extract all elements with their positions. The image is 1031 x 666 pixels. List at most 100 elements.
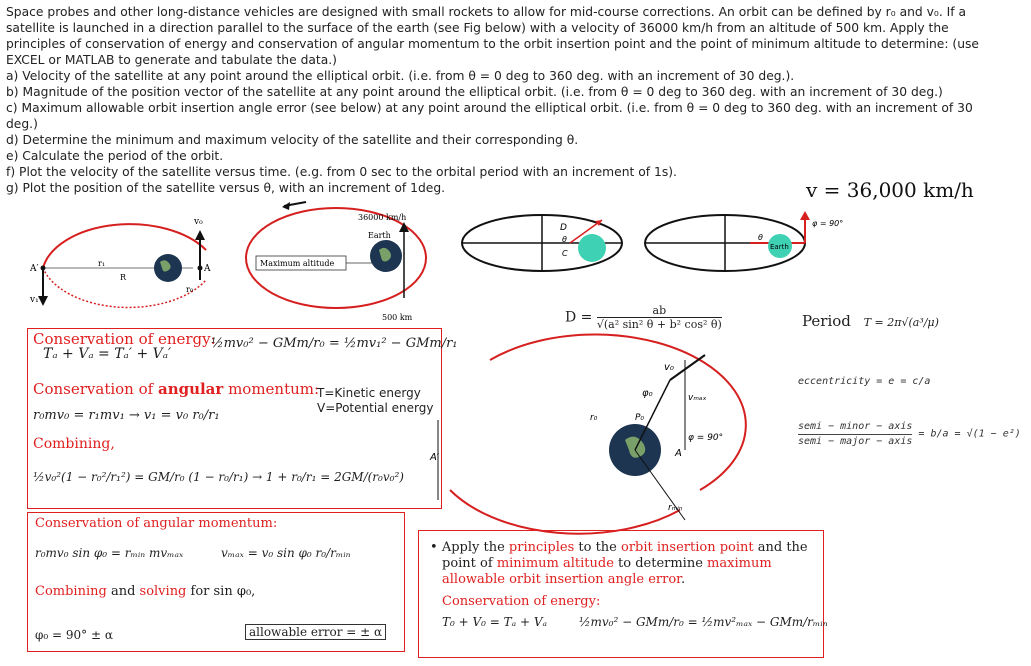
d-formula-num: ab [596,304,722,318]
max-alt-label: Maximum altitude [260,259,334,268]
fig3-theta: θ [562,235,567,244]
velocity-label: v = 36,000 km/h [806,178,974,202]
angular-title-bold: angular [157,380,224,398]
d-formula-lhs: D = [565,309,593,326]
combining-label: Combining, [33,436,115,452]
apply-text-3: to the [574,540,622,555]
angular-box-content: Conservation of angular momentum: r₀mv₀ … [35,516,400,642]
v0-arrow-head [195,230,205,240]
speed-arrow-head [399,222,409,232]
apply-box-content: • Apply the principles to the orbit inse… [428,540,828,630]
angular-box-title: Conservation of angular momentum: [35,516,278,531]
angular-box-eq2: vₘₐₓ = v₀ sin φ₀ r₀/rₘᵢₙ [221,546,351,560]
apply-text-1: Apply the [441,540,509,555]
apply-energy-title: Conservation of energy: [442,594,601,609]
angular-title-post: momentum: [223,380,320,398]
semi-axis-formula: semi − minor − axis semi − major − axis … [798,420,1021,449]
fig2-alt: 500 km [382,313,413,322]
angular-title: Conservation of angular momentum: [33,380,319,398]
eccentricity-formula: eccentricity = e = c/a [798,376,931,387]
fig4-phi: φ = 90° [812,219,843,228]
fig5-a-prime: A′ [429,452,440,463]
energy-legend: T=Kinetic energy V=Potential energy [317,386,433,416]
solving-suffix: for sin φ₀, [186,584,256,599]
earth-disc [768,234,792,258]
apply-text-8: maximum allowable orbit insertion angle … [442,556,772,587]
d-vector-head [595,220,602,226]
fig5-rho: P₀ [635,413,644,423]
apply-text-9: . [680,572,686,587]
fig4-theta: θ [758,233,763,242]
earth-land [160,260,171,272]
combining-solving: Combining and solving for sin φ₀, [35,584,255,599]
fig5-r0: r₀ [590,413,598,423]
fig3-d: D [560,223,567,233]
orbit-arc [42,223,207,269]
task-c: c) Maximum allowable orbit insertion ang… [6,101,973,131]
fig3-c: C [562,249,568,258]
ellipse-figure-4: Earth θ φ = 90° [644,211,843,272]
energy-eq1: Tₐ + Vₐ = Tₐ′ + Vₐ′ [43,346,172,362]
apply-box [418,530,824,658]
combining-word: Combining [35,584,107,599]
intro-paragraph: Space probes and other long-distance veh… [6,5,979,67]
v0-vector [669,354,706,381]
apply-equations: T₀ + V₀ = Tₐ + Vₐ ½mv₀² − GMm/r₀ = ½mv²ₘ… [428,614,828,630]
earth-land-2 [379,247,391,262]
fig1-r1: r₁ [98,259,105,268]
d-formula-frac: ab √(a² sin² θ + b² cos² θ) [596,304,722,331]
energy-box-content: Conservation of energy: Tₐ + Vₐ = Tₐ′ + … [33,330,458,484]
period-formula: Period T = 2π√(a³/μ) [802,312,939,330]
d-formula-den: √(a² sin² θ + b² cos² θ) [596,318,722,331]
orbit-figure-1: v₀ A′ A r₁ R r₀ v₁ [29,217,211,309]
apply-eq2: ½mv₀² − GMm/r₀ = ½mv²ₘₐₓ − GMm/rₘᵢₙ [578,615,828,629]
fig4-earth: Earth [770,243,789,251]
solving-word: solving [139,584,187,599]
apply-text-4: orbit insertion point [621,540,754,555]
fig5-rmin: rₘᵢₙ [668,503,683,513]
fig1-a-prime: A′ [29,264,39,274]
motion-arrow-head [282,202,290,210]
insertion-figure: v₀ φ₀ P₀ r₀ A vₘₐₓ φ = 90° rₘᵢₙ A′ [429,333,747,535]
fig1-v1: v₁ [29,295,39,305]
rmin-line [634,449,686,521]
fig2-earth: Earth [368,231,391,240]
task-a: a) Velocity of the satellite at any poin… [6,69,795,83]
fig1-v0: v₀ [193,217,203,227]
fig2-speed: 36000 km/h [358,213,406,222]
potential-label: V=Potential energy [317,401,434,415]
combining-eq: ½v₀²(1 − r₀²/r₁²) = GM/r₀ (1 − r₀/r₁) → … [33,470,404,484]
fig5-vmax: vₘₐₓ [688,393,706,403]
kinetic-label: T=Kinetic energy [317,386,421,400]
orbit-arc-lower [42,267,207,309]
ellipse-figure-3: D θ C [461,214,623,272]
task-f: f) Plot the velocity of the satellite ve… [6,165,677,179]
apply-text-7: to determine [613,556,708,571]
apply-text-6: minimum altitude [496,556,614,571]
orbit-figure-2: Maximum altitude Earth 36000 km/h 500 km [245,201,427,322]
fig5-a: A [674,448,682,459]
task-d: d) Determine the minimum and maximum vel… [6,133,579,147]
apply-text-2: principles [508,540,575,555]
and-word: and [106,584,140,599]
task-b: b) Magnitude of the position vector of t… [6,85,943,99]
apply-bullet: • Apply the principles to the orbit inse… [430,540,808,587]
period-label: Period [802,312,851,330]
point-a-prime [40,265,46,271]
earth-land-5 [625,436,646,458]
velocity-vector-head [800,211,810,220]
apply-eq1: T₀ + V₀ = Tₐ + Vₐ [442,615,548,629]
orbit-ellipse [245,207,427,309]
phi-formula: φ₀ = 90° ± α [35,628,113,642]
orbit-insertion-arc [489,333,747,491]
period-equation: T = 2π√(a³/μ) [863,316,939,329]
fig5-phi90: φ = 90° [688,433,723,443]
r0-line [634,379,671,451]
fig5-v0: v₀ [664,362,674,373]
angular-box [27,512,405,652]
v1-arrow-head [38,296,48,306]
energy-eq2: ½mv₀² − GMm/r₀ = ½mv₁² − GMm/r₁ [211,336,458,351]
angular-eq: r₀mv₀ = r₁mv₁ → v₁ = v₀ r₀/r₁ [33,408,220,423]
semi-minor-label: semi − minor − axis [798,420,913,435]
energy-title: Conservation of energy: [33,330,216,348]
